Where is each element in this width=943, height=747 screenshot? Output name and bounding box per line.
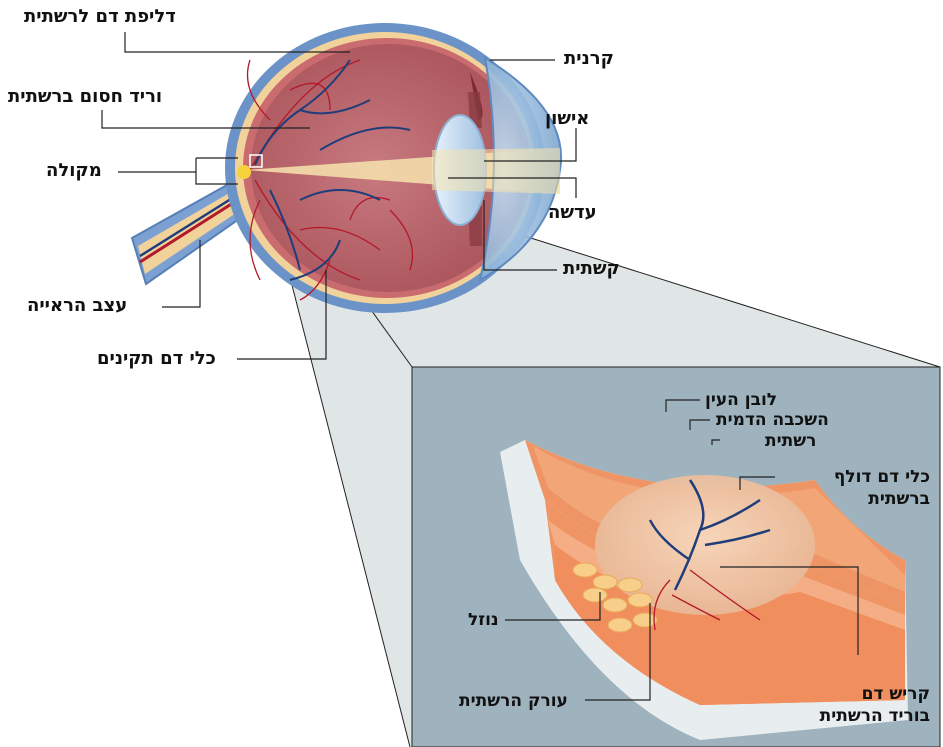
label-normal-vessels: כלי דם תקינים xyxy=(97,348,216,370)
label-clot-line2: בוריד הרשתית xyxy=(770,705,930,727)
label-lens: עדשה xyxy=(548,202,597,224)
label-fluid: נוזל xyxy=(468,609,499,631)
label-leaking-vessels: כלי דם דולף ברשתית xyxy=(778,466,930,510)
label-pupil: אישון xyxy=(545,108,589,130)
macula-spot xyxy=(237,165,251,179)
label-clot-line1: קריש דם xyxy=(770,683,930,705)
label-retinal-hemorrhage: דליפת דם לרשתית xyxy=(24,6,176,28)
label-leaking-vessels-line1: כלי דם דולף xyxy=(778,466,930,488)
label-iris: קשתית xyxy=(563,258,620,280)
label-optic-nerve: עצב הראייה xyxy=(27,295,127,317)
label-sclera: לובן העין xyxy=(705,389,777,411)
label-macula: מקולה xyxy=(46,160,102,182)
label-retina: רשתית xyxy=(765,430,816,452)
label-clot: קריש דם בוריד הרשתית xyxy=(770,683,930,727)
label-retinal-vein-occlusion: וריד חסום ברשתית xyxy=(8,86,162,108)
label-cornea: קרנית xyxy=(564,48,614,70)
label-choroid: השכבה הדמית xyxy=(716,409,829,431)
label-retinal-artery: עורק הרשתית xyxy=(459,690,568,712)
label-leaking-vessels-line2: ברשתית xyxy=(778,488,930,510)
